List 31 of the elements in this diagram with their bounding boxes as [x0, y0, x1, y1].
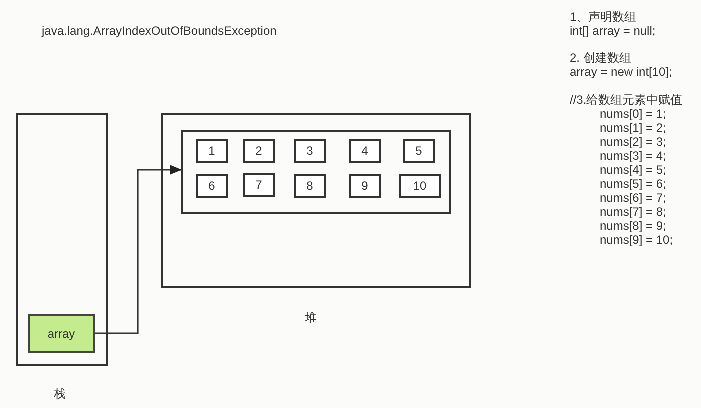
code-line: nums[9] = 10;	[600, 233, 674, 247]
code-line: int[] array = null;	[570, 24, 656, 38]
code-comment: 1、声明数组	[570, 10, 637, 24]
code-line: nums[4] = 5;	[600, 163, 666, 177]
array-element: 10	[399, 174, 441, 198]
array-element: 6	[196, 174, 228, 198]
array-element: 1	[196, 139, 228, 163]
array-element: 7	[243, 173, 275, 197]
code-line: nums[3] = 4;	[600, 149, 666, 163]
stack-label: 栈	[54, 388, 66, 400]
heap-label: 堆	[305, 312, 317, 324]
array-element: 4	[349, 139, 381, 163]
code-comment: 2. 创建数组	[570, 51, 632, 65]
code-line: nums[0] = 1;	[600, 107, 666, 121]
code-line: nums[2] = 3;	[600, 135, 666, 149]
code-line: nums[7] = 8;	[600, 205, 666, 219]
array-element: 3	[294, 139, 326, 163]
code-line: nums[8] = 9;	[600, 219, 666, 233]
array-element: 9	[349, 174, 381, 198]
variable-box: array	[28, 314, 95, 353]
array-element: 5	[403, 139, 435, 163]
array-element: 2	[243, 139, 275, 163]
array-container	[181, 130, 451, 214]
code-line: array = new int[10];	[570, 65, 672, 79]
code-comment: //3.给数组元素中赋值	[570, 93, 683, 107]
array-element: 8	[294, 174, 326, 198]
code-line: nums[5] = 6;	[600, 177, 666, 191]
exception-text: java.lang.ArrayIndexOutOfBoundsException	[42, 24, 277, 38]
arrow	[95, 165, 182, 334]
code-line: nums[1] = 2;	[600, 121, 666, 135]
code-line: nums[6] = 7;	[600, 191, 666, 205]
